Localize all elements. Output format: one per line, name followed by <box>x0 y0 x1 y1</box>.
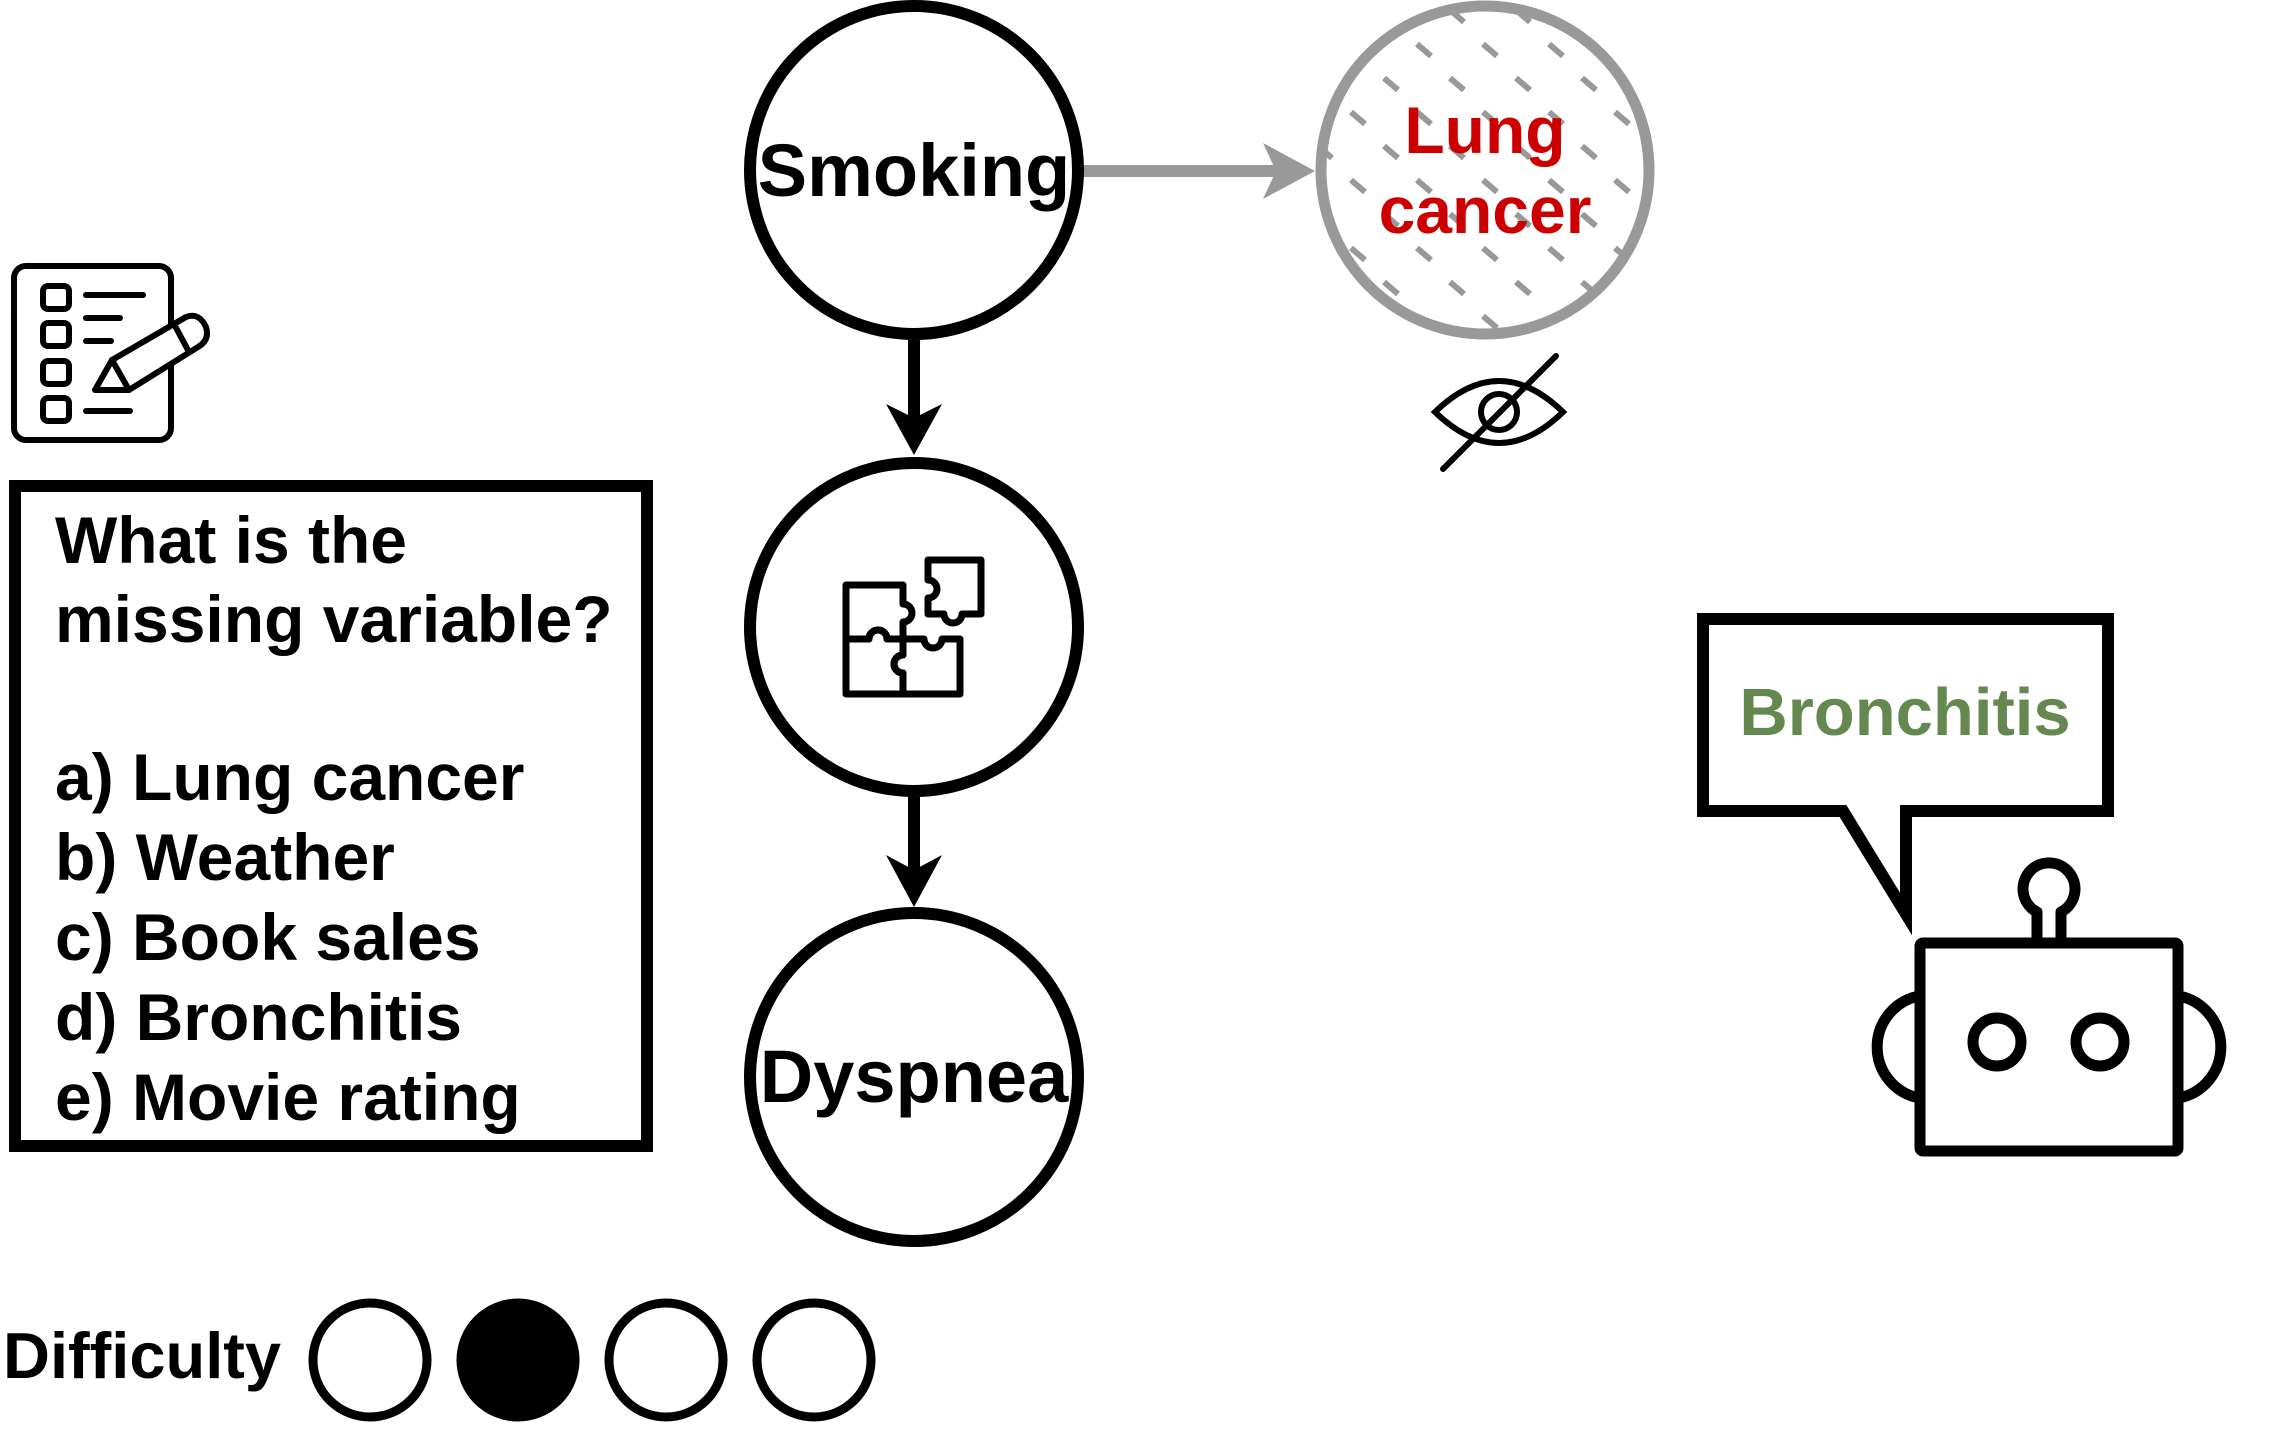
option-b[interactable]: b) Weather <box>55 820 395 894</box>
robot-right-eye <box>2070 1012 2130 1072</box>
difficulty-label: Difficulty <box>3 1319 281 1392</box>
difficulty-dot-empty <box>604 1298 728 1422</box>
eye-slash-icon <box>1430 353 1568 472</box>
node-smoking-label: Smoking <box>758 129 1070 212</box>
checklist-icon <box>11 263 210 443</box>
option-a[interactable]: a) Lung cancer <box>55 740 524 814</box>
question-box: What is the missing variable? a) Lung ca… <box>9 480 653 1152</box>
robot-left-eye <box>1967 1012 2027 1072</box>
edge-smoking-to-lung-cancer <box>1083 143 1315 199</box>
speech-bubble: Bronchitis <box>1697 613 2114 936</box>
edge-missing-to-dyspnea <box>886 797 942 907</box>
hatch-pattern <box>1322 7 1648 333</box>
node-dyspnea-label: Dyspnea <box>760 1035 1069 1118</box>
robot-left-ear <box>1871 990 1921 1104</box>
difficulty-dots <box>308 1298 876 1422</box>
arrowhead-icon <box>886 404 942 455</box>
option-d[interactable]: d) Bronchitis <box>55 980 462 1054</box>
node-smoking[interactable]: Smoking <box>744 0 1084 340</box>
puzzle-icon <box>842 556 985 698</box>
node-lung-cancer-label-line-2: cancer <box>1379 173 1592 247</box>
question-line-1: What is the <box>55 503 407 577</box>
question-line-2: missing variable? <box>55 582 613 656</box>
node-dyspnea[interactable]: Dyspnea <box>744 907 1084 1247</box>
difficulty-dot-filled <box>456 1298 580 1422</box>
option-e[interactable]: e) Movie rating <box>55 1060 521 1134</box>
robot-head <box>1914 937 2184 1157</box>
difficulty-dot-empty <box>308 1298 432 1422</box>
robot-antenna <box>2017 857 2081 938</box>
robot-icon <box>1871 857 2227 1157</box>
difficulty-indicator: Difficulty <box>3 1298 876 1422</box>
arrowhead-icon <box>886 855 942 907</box>
answer-text: Bronchitis <box>1739 675 2070 750</box>
node-lung-cancer-label-line-1: Lung <box>1404 93 1565 167</box>
edge-smoking-to-missing <box>886 340 942 455</box>
node-missing[interactable] <box>744 457 1084 797</box>
difficulty-dot-empty <box>752 1298 876 1422</box>
arrowhead-icon <box>1263 143 1315 199</box>
robot-right-ear <box>2177 990 2227 1104</box>
node-lung-cancer-hidden[interactable]: Lung cancer <box>1315 0 1655 340</box>
option-c[interactable]: c) Book sales <box>55 900 481 974</box>
